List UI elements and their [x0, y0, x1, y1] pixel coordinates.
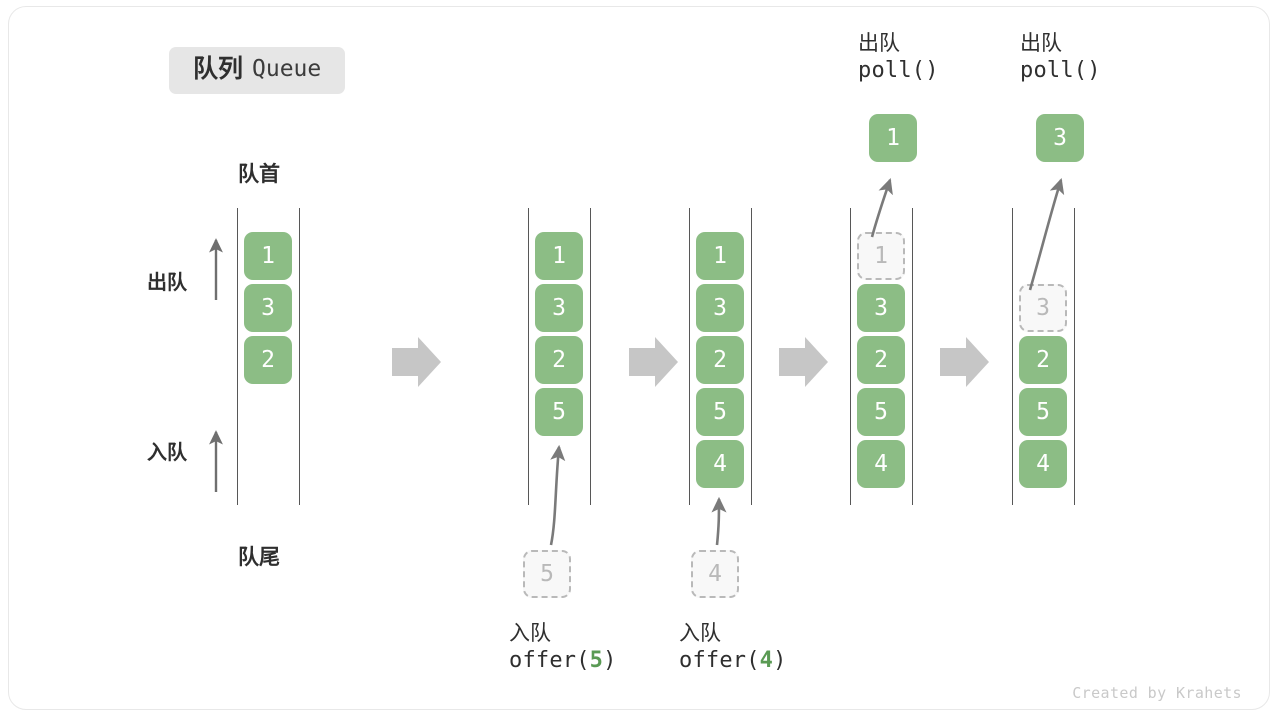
popped-cell-poll-2: 3: [1036, 114, 1084, 162]
cell-stage1-2: 2: [244, 336, 292, 384]
cell-stage3-0: 1: [696, 232, 744, 280]
caption-offer-5-cn: 入队: [509, 622, 551, 645]
cell-stage2-2: 2: [535, 336, 583, 384]
rail-right-stage-4: [912, 208, 913, 505]
cell-stage4-3: 5: [857, 388, 905, 436]
rail-right-stage-5: [1074, 208, 1075, 505]
diagram-title-badge: 队列 Queue: [169, 47, 346, 94]
caption-poll-2-code: poll(): [1020, 58, 1101, 84]
rail-left-stage-4: [850, 208, 851, 505]
caption-offer-5: 入队 offer(5): [509, 620, 617, 676]
cell-stage4-4: 4: [857, 440, 905, 488]
cell-stage1-0: 1: [244, 232, 292, 280]
cell-stage4-0-ghost: 1: [857, 232, 905, 280]
rail-left-stage-1: [237, 208, 238, 505]
offer4-fn-close: ): [773, 648, 787, 674]
cell-stage1-1: 3: [244, 284, 292, 332]
diagram-card: [8, 6, 1270, 710]
cell-stage4-1: 3: [857, 284, 905, 332]
caption-poll-2-cn: 出队: [1020, 32, 1062, 55]
cell-stage5-2: 5: [1019, 388, 1067, 436]
cell-stage5-3: 4: [1019, 440, 1067, 488]
cell-stage3-2: 2: [696, 336, 744, 384]
cell-stage3-3: 5: [696, 388, 744, 436]
cell-stage3-1: 3: [696, 284, 744, 332]
cell-stage2-0: 1: [535, 232, 583, 280]
title-english: Queue: [252, 56, 322, 82]
queue-tail-label: 队尾: [238, 546, 280, 569]
rail-left-stage-3: [689, 208, 690, 505]
queue-head-label: 队首: [238, 163, 280, 186]
cell-stage5-1: 2: [1019, 336, 1067, 384]
cell-stage3-4: 4: [696, 440, 744, 488]
caption-poll-1-cn: 出队: [858, 32, 900, 55]
rail-right-stage-3: [751, 208, 752, 505]
cell-stage2-3: 5: [535, 388, 583, 436]
caption-offer-5-code: offer(5): [509, 647, 617, 676]
caption-offer-4-code: offer(4): [679, 647, 787, 676]
cell-stage4-2: 2: [857, 336, 905, 384]
rail-left-stage-5: [1012, 208, 1013, 505]
cell-stage5-0-ghost: 3: [1019, 284, 1067, 332]
caption-poll-2: 出队 poll(): [1020, 30, 1101, 86]
dequeue-direction-label: 出队: [147, 272, 187, 294]
offer5-fn-close: ): [603, 648, 617, 674]
offer5-value: 5: [589, 648, 604, 674]
cell-stage2-1: 3: [535, 284, 583, 332]
offer4-fn-open: offer(: [679, 648, 760, 674]
incoming-cell-offer-4: 4: [691, 550, 739, 598]
enqueue-direction-label: 入队: [147, 442, 187, 464]
footer-credit: Created by Krahets: [1072, 684, 1242, 702]
incoming-cell-offer-5: 5: [523, 550, 571, 598]
caption-poll-1: 出队 poll(): [858, 30, 939, 86]
caption-offer-4: 入队 offer(4): [679, 620, 787, 676]
offer4-value: 4: [759, 648, 774, 674]
offer5-fn-open: offer(: [509, 648, 590, 674]
rail-left-stage-2: [528, 208, 529, 505]
rail-right-stage-1: [299, 208, 300, 505]
rail-right-stage-2: [590, 208, 591, 505]
title-chinese: 队列: [193, 55, 244, 83]
caption-offer-4-cn: 入队: [679, 622, 721, 645]
popped-cell-poll-1: 1: [869, 114, 917, 162]
caption-poll-1-code: poll(): [858, 58, 939, 84]
